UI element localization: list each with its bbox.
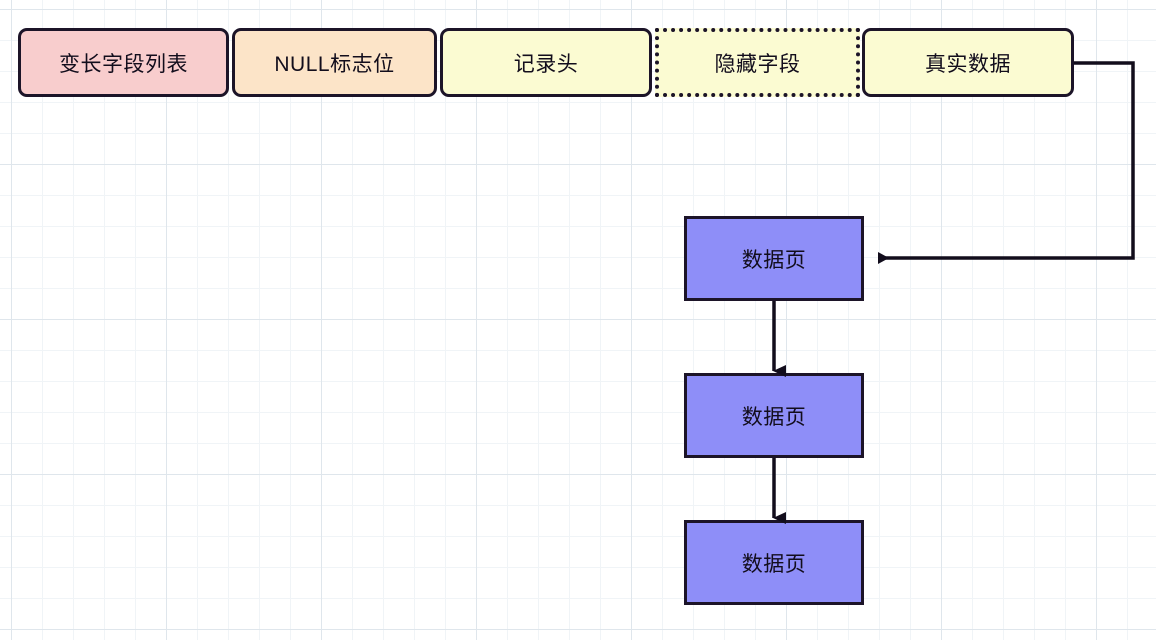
record-field-hidden-columns[interactable]: 隐藏字段 [655,28,860,97]
record-field-label: 隐藏字段 [714,52,801,76]
record-field-record-header[interactable]: 记录头 [440,28,652,97]
data-page-box-3[interactable]: 数据页 [684,520,864,605]
record-field-label: 记录头 [513,52,579,76]
record-field-label: 变长字段列表 [59,52,188,76]
data-page-label: 数据页 [741,248,807,272]
record-field-variable-length-list[interactable]: 变长字段列表 [18,28,229,97]
data-page-label: 数据页 [741,405,807,429]
record-field-label: NULL标志位 [274,52,395,76]
record-field-label: 真实数据 [925,52,1011,76]
data-page-box-1[interactable]: 数据页 [684,216,864,301]
record-field-null-flag[interactable]: NULL标志位 [232,28,437,97]
data-page-label: 数据页 [741,552,807,576]
data-page-box-2[interactable]: 数据页 [684,373,864,458]
record-field-real-data[interactable]: 真实数据 [862,28,1074,97]
